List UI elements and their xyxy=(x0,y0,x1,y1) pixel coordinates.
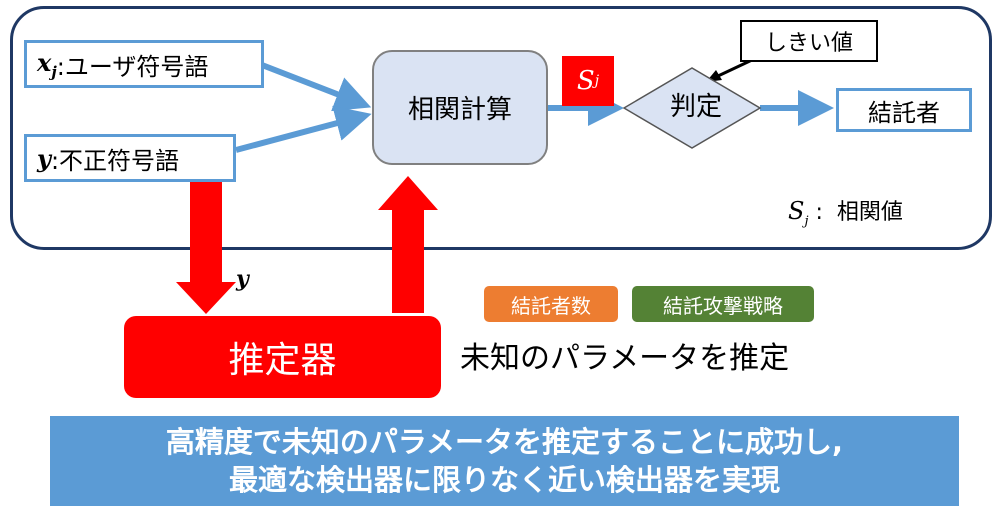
judge-diamond xyxy=(622,67,762,149)
estimation-caption: 未知のパラメータを推定 xyxy=(460,341,790,376)
illegal-codeword-box: y :不正符号語 xyxy=(24,134,236,182)
threshold-box: しきい値 xyxy=(740,20,878,62)
user-codeword-box: xj :ユーザ符号語 xyxy=(24,40,264,88)
red-arrow-up xyxy=(378,176,438,313)
conclusion-banner: 高精度で未知のパラメータを推定することに成功し, 最適な検出器に限りなく近い検出… xyxy=(50,416,959,506)
collusion-strategy-tag: 結託攻撃戦略 xyxy=(632,286,814,322)
legend-meaning: 相関値 xyxy=(836,200,903,225)
banner-line-1: 高精度で未知のパラメータを推定することに成功し, xyxy=(165,425,844,459)
colluder-box: 結託者 xyxy=(836,88,972,132)
y-input-label: y xyxy=(236,266,249,292)
banner-line-2: 最適な検出器に限りなく近い検出器を実現 xyxy=(228,463,780,497)
system-frame xyxy=(10,6,992,250)
colluder-count-tag: 結託者数 xyxy=(484,286,618,322)
user-codeword-label: :ユーザ符号語 xyxy=(56,52,209,81)
arrow-threshold-to-judge xyxy=(717,58,753,78)
y-symbol: y xyxy=(37,143,51,173)
xj-symbol: xj xyxy=(37,47,57,81)
correlation-box: 相関計算 xyxy=(372,50,548,165)
legend: Sj : 相関値 xyxy=(788,194,903,229)
red-arrow-down xyxy=(176,180,236,314)
legend-symbol: Sj xyxy=(788,197,809,229)
arrow-xj-to-correlation xyxy=(260,62,372,112)
illegal-codeword-label: :不正符号語 xyxy=(50,146,180,175)
arrow-y-to-correlation xyxy=(235,105,372,153)
estimator-box: 推定器 xyxy=(124,316,441,398)
legend-separator: : xyxy=(815,200,823,225)
judge-label: 判定 xyxy=(669,92,722,122)
